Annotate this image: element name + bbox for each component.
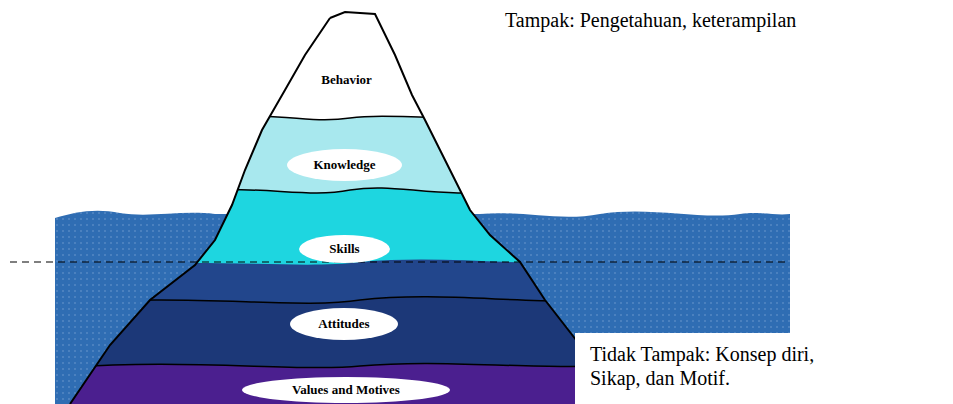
node-text: Skills: [329, 241, 359, 257]
iceberg-outline: [70, 12, 620, 404]
ellipse-label: Skills: [299, 235, 390, 263]
node-text: Knowledge: [313, 157, 375, 173]
waterline: [10, 261, 790, 262]
band-label: Behavior: [317, 70, 376, 90]
note-label: Tampak: Pengetahuan, keterampilan: [505, 8, 945, 32]
note-label: Tidak Tampak: Konsep diri, Sikap, dan Mo…: [590, 342, 825, 390]
node-text: Behavior: [321, 72, 372, 88]
ellipse-label: Knowledge: [287, 149, 402, 181]
node-text: Attitudes: [318, 316, 369, 332]
node-text: Values and Motives: [292, 382, 400, 398]
ellipse-label: Values and Motives: [242, 377, 450, 403]
ellipse-label: Attitudes: [290, 308, 398, 340]
